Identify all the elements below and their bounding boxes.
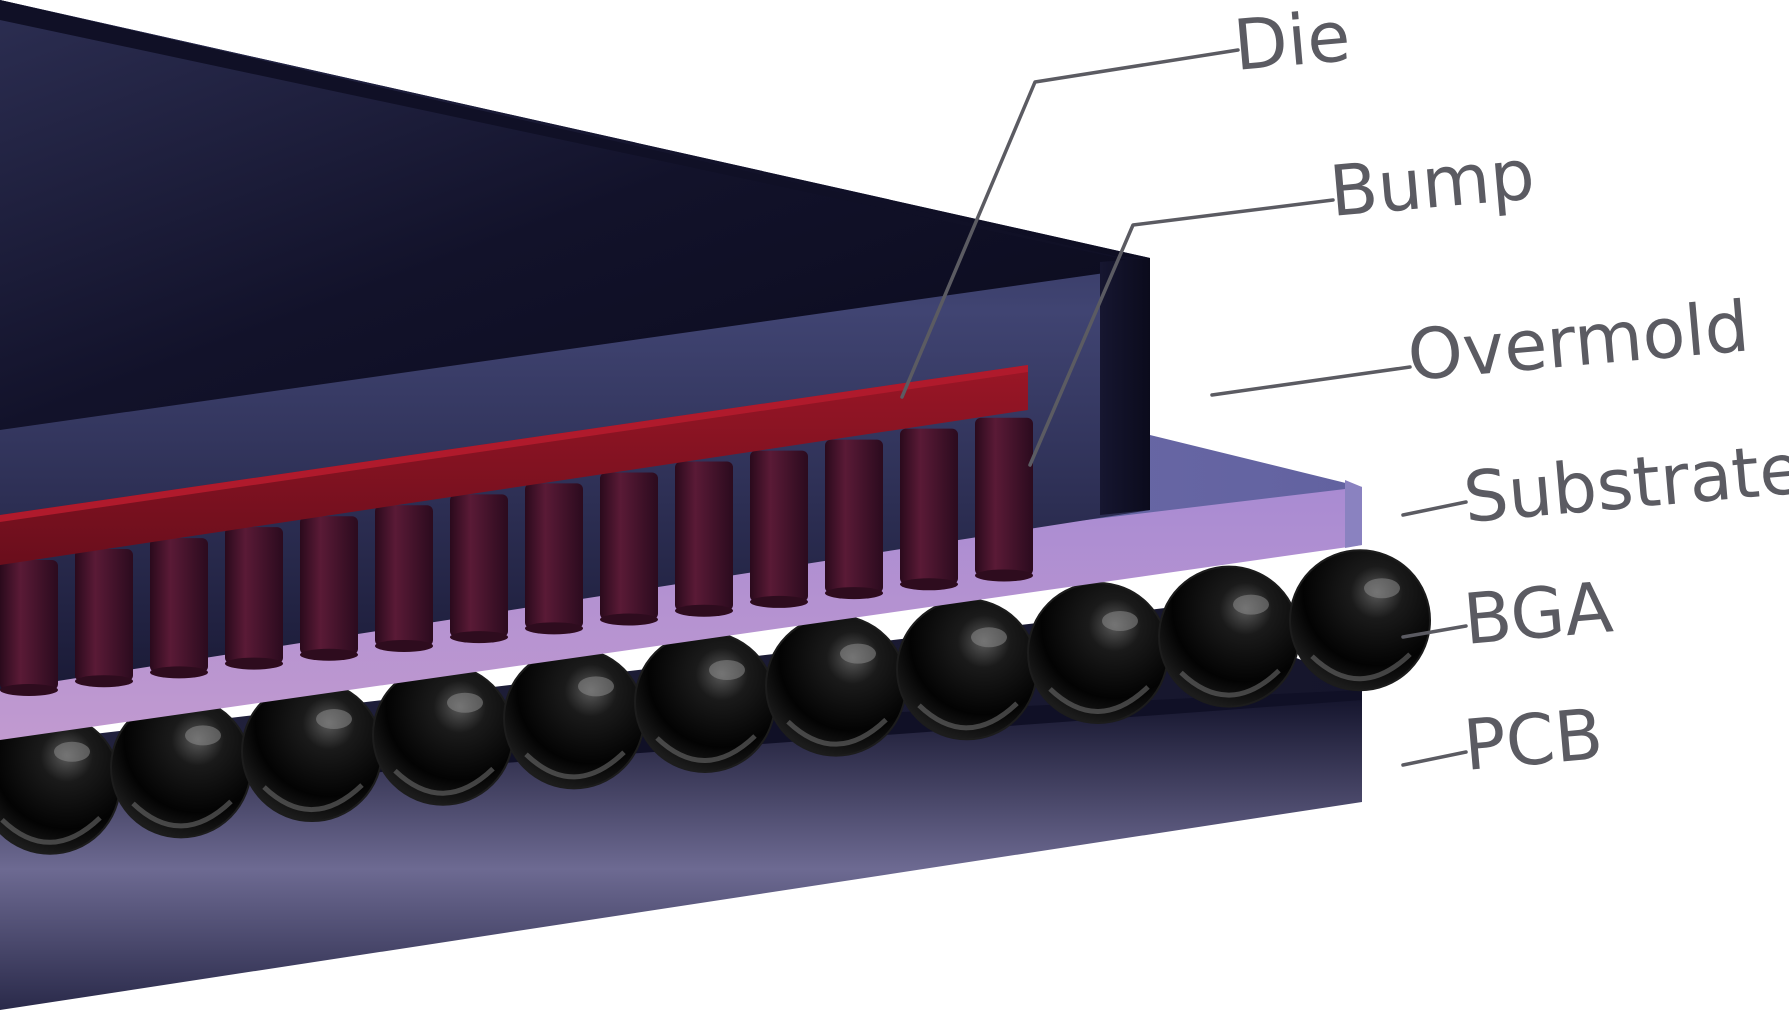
pcb-leader	[1401, 750, 1468, 767]
bga-ball	[503, 647, 645, 790]
bga-ball	[1289, 549, 1431, 692]
bga-ball	[765, 614, 907, 757]
label-substrate: Substrate	[1460, 428, 1789, 539]
bga-leader	[1401, 624, 1468, 639]
label-overmold: Overmold	[1404, 285, 1752, 396]
bump	[450, 494, 508, 644]
substrate-leader	[1401, 500, 1468, 517]
bump	[600, 472, 658, 626]
bump	[900, 428, 958, 591]
bump	[150, 538, 208, 679]
bump	[825, 439, 883, 600]
bump-leader	[1028, 198, 1335, 467]
bump	[675, 461, 733, 617]
overmold-leader	[1210, 365, 1412, 397]
bga-balls	[0, 549, 1431, 855]
die-leader	[900, 48, 1240, 399]
bump	[225, 527, 283, 670]
bga-ball	[634, 631, 776, 774]
bump	[300, 516, 358, 661]
leader-lines	[900, 48, 1468, 767]
bump	[375, 505, 433, 652]
bump	[525, 483, 583, 635]
bump	[0, 560, 58, 696]
label-bump: Bump	[1326, 133, 1537, 233]
bga-ball	[896, 598, 1038, 741]
bump	[75, 549, 133, 688]
bga-ball	[1158, 565, 1300, 708]
label-pcb: PCB	[1460, 693, 1606, 787]
bumps	[0, 417, 1033, 696]
label-die: Die	[1230, 0, 1353, 87]
label-bga: BGA	[1460, 566, 1616, 661]
bga-ball	[1027, 581, 1169, 724]
die-layer	[0, 365, 1028, 565]
bump	[750, 450, 808, 608]
bga-ball	[372, 663, 514, 806]
bump	[975, 417, 1033, 582]
